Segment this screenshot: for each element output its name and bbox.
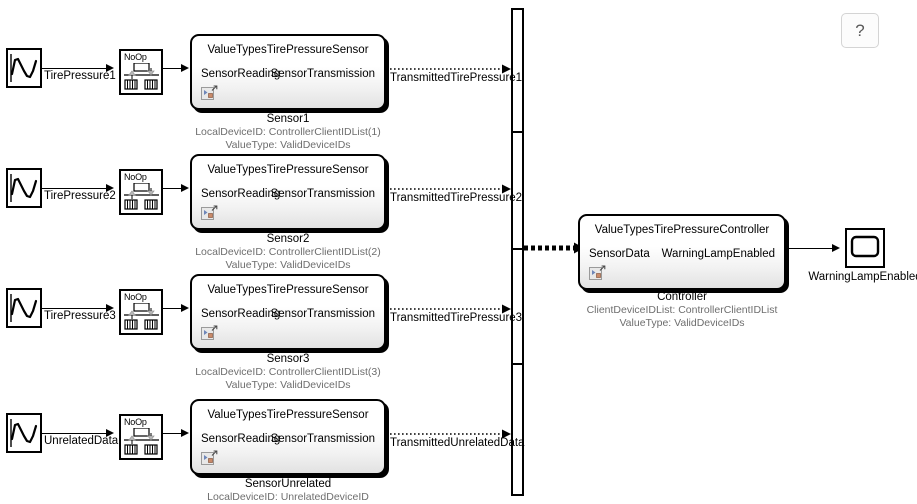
bus-segment-divider: [513, 248, 522, 250]
sensor-annotation-1-line2: ValueType: ValidDeviceIDs: [225, 139, 351, 151]
sensor-output-port-label: SensorTransmission: [270, 433, 375, 445]
controller-annotation-line1: ClientDeviceIDList: ControllerClientIDLi…: [586, 304, 778, 316]
sensor-annotation-4-line1: LocalDeviceID: UnrelatedDeviceID: [207, 491, 369, 503]
sensor-annotation-3-line1: LocalDeviceID: ControllerClientIDList(3): [195, 366, 381, 378]
sensor-block-4[interactable]: ValueTypesTirePressureSensor SensorReadi…: [190, 399, 389, 478]
sensor-annotation-2-line2: ValueType: ValidDeviceIDs: [225, 259, 351, 271]
arrow-icon: [106, 429, 114, 437]
message-bus-bar[interactable]: [511, 8, 524, 496]
transmitted-signal-label-1: TransmittedTirePressure1: [390, 72, 523, 84]
sensor-title: ValueTypesTirePressureSensor: [207, 284, 369, 296]
sensor-input-port-label: SensorReading: [201, 188, 281, 200]
model-reference-icon: [201, 450, 218, 465]
sensor-annotation-2-line1: LocalDeviceID: ControllerClientIDList(2): [195, 246, 381, 258]
controller-block-name: Controller: [657, 291, 707, 303]
sensor-block-3[interactable]: ValueTypesTirePressureSensor SensorReadi…: [190, 274, 389, 353]
model-reference-icon: [589, 265, 606, 280]
signal-generator-icon: [10, 419, 38, 447]
arrow-icon: [181, 64, 189, 72]
signal-label-2: TirePressure2: [44, 190, 116, 202]
sensor-input-port-label: SensorReading: [201, 433, 281, 445]
controller-title: ValueTypesTirePressureController: [594, 224, 770, 236]
model-reference-icon: [201, 325, 218, 340]
model-reference-icon: [201, 205, 218, 220]
noop-icon: [124, 303, 159, 330]
signal-label-4: UnrelatedData: [44, 435, 119, 447]
arrow-icon: [106, 304, 114, 312]
signal-generator-block-3[interactable]: [6, 288, 42, 328]
sensor-title: ValueTypesTirePressureSensor: [207, 164, 369, 176]
noop-icon: [124, 428, 159, 455]
noop-block-3[interactable]: NoOp: [119, 289, 163, 335]
arrow-icon: [181, 304, 189, 312]
sensor-output-port-label: SensorTransmission: [270, 308, 375, 320]
noop-label: NoOp: [124, 172, 147, 182]
transmitted-signal-label-2: TransmittedTirePressure2: [390, 192, 523, 204]
noop-label: NoOp: [124, 417, 147, 427]
model-reference-icon: [201, 85, 218, 100]
arrow-icon: [832, 244, 840, 252]
arrow-icon: [181, 429, 189, 437]
bus-segment-divider: [513, 131, 522, 133]
sensor-block-2[interactable]: ValueTypesTirePressureSensor SensorReadi…: [190, 154, 389, 233]
wire-noop-to-sensor-4: [163, 433, 181, 434]
sensor-block-name-4: SensorUnrelated: [244, 478, 332, 490]
sensor-input-port-label: SensorReading: [201, 68, 281, 80]
message-wire-2: [386, 184, 511, 194]
help-icon: ?: [855, 20, 865, 40]
wire-noop-to-sensor-3: [163, 308, 181, 309]
sensor-block-name-3: Sensor3: [266, 353, 310, 365]
sensor-block-name-1: Sensor1: [266, 113, 310, 125]
arrow-icon: [181, 184, 189, 192]
controller-output-port-label: WarningLampEnabled: [661, 248, 775, 260]
arrow-icon: [106, 64, 114, 72]
wire-noop-to-sensor-2: [163, 188, 181, 189]
noop-block-4[interactable]: NoOp: [119, 414, 163, 460]
help-button[interactable]: ?: [841, 13, 879, 48]
signal-generator-block-1[interactable]: [6, 48, 42, 88]
wire-source-to-noop-3: [42, 308, 106, 309]
noop-label: NoOp: [124, 292, 147, 302]
message-wire-1: [386, 64, 511, 74]
scope-icon: [850, 235, 880, 258]
wire-source-to-noop-2: [42, 188, 106, 189]
signal-generator-block-4[interactable]: [6, 413, 42, 453]
wire-source-to-noop-1: [42, 68, 106, 69]
wire-noop-to-sensor-1: [163, 68, 181, 69]
wire-source-to-noop-4: [42, 433, 106, 434]
transmitted-signal-label-3: TransmittedTirePressure3: [390, 312, 523, 324]
scope-block-label: WarningLampEnabled: [808, 271, 917, 283]
noop-icon: [124, 63, 159, 90]
sensor-annotation-1-line1: LocalDeviceID: ControllerClientIDList(1): [195, 126, 381, 138]
controller-input-port-label: SensorData: [589, 248, 650, 260]
message-wire-3: [386, 304, 511, 314]
sensor-annotation-3-line2: ValueType: ValidDeviceIDs: [225, 379, 351, 391]
signal-label-1: TirePressure1: [44, 70, 116, 82]
sensor-output-port-label: SensorTransmission: [270, 188, 375, 200]
noop-icon: [124, 183, 159, 210]
scope-block[interactable]: [845, 228, 885, 268]
sensor-title: ValueTypesTirePressureSensor: [207, 44, 369, 56]
signal-generator-block-2[interactable]: [6, 168, 42, 208]
noop-label: NoOp: [124, 52, 147, 62]
signal-label-3: TirePressure3: [44, 310, 116, 322]
signal-generator-icon: [10, 54, 38, 82]
controller-annotation-line2: ValueType: ValidDeviceIDs: [619, 317, 745, 329]
sensor-title: ValueTypesTirePressureSensor: [207, 409, 369, 421]
sensor-output-port-label: SensorTransmission: [270, 68, 375, 80]
message-wire-4: [386, 429, 511, 439]
sensor-block-name-2: Sensor2: [266, 233, 310, 245]
noop-block-1[interactable]: NoOp: [119, 49, 163, 95]
signal-generator-icon: [10, 294, 38, 322]
controller-block[interactable]: ValueTypesTirePressureController SensorD…: [578, 214, 789, 293]
arrow-icon: [106, 184, 114, 192]
sensor-block-1[interactable]: ValueTypesTirePressureSensor SensorReadi…: [190, 34, 389, 113]
transmitted-signal-label-4: TransmittedUnrelatedData: [390, 437, 525, 449]
sensor-input-port-label: SensorReading: [201, 308, 281, 320]
bus-segment-divider: [513, 363, 522, 365]
wire-controller-to-scope: [786, 248, 832, 249]
noop-block-2[interactable]: NoOp: [119, 169, 163, 215]
signal-generator-icon: [10, 174, 38, 202]
